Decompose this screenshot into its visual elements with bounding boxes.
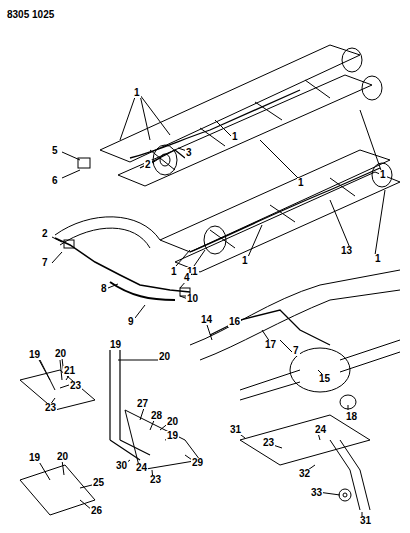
callout-number: 29 [191, 458, 204, 468]
callout-number: 21 [63, 366, 76, 376]
callout-number: 19 [166, 431, 179, 441]
callout-number: 15 [318, 374, 331, 384]
callout-number: 1 [170, 267, 178, 277]
callout-number: 1 [241, 256, 249, 266]
callout-number: 9 [127, 317, 135, 327]
callout-number: 27 [136, 399, 149, 409]
callout-number: 23 [262, 438, 275, 448]
callout-number: 3 [185, 148, 193, 158]
callout-number: 33 [310, 488, 323, 498]
figure-number: 8305 1025 [6, 10, 55, 20]
callout-number: 19 [109, 340, 122, 350]
callout-number: 18 [345, 412, 358, 422]
callout-number: 10 [186, 294, 199, 304]
callout-number: 23 [149, 475, 162, 485]
callout-number: 6 [51, 176, 59, 186]
callout-number: 20 [166, 417, 179, 427]
callout-number: 32 [298, 469, 311, 479]
lower-frame [160, 150, 400, 272]
callout-number: 31 [359, 516, 372, 526]
callout-number: 28 [150, 411, 163, 421]
callout-number: 24 [314, 425, 327, 435]
callout-number: 20 [158, 352, 171, 362]
callout-number: 1 [379, 170, 387, 180]
callout-number: 1 [374, 254, 382, 264]
callout-number: 14 [200, 315, 213, 325]
front-hose [52, 217, 190, 318]
callout-number: 1 [231, 132, 239, 142]
callout-number: 20 [56, 452, 69, 462]
callout-number: 1 [297, 178, 305, 188]
upper-frame [62, 45, 383, 186]
callout-number: 24 [135, 463, 148, 473]
callout-number: 16 [228, 317, 241, 327]
callout-number: 13 [340, 246, 353, 256]
callout-number: 31 [229, 425, 242, 435]
callout-number: 20 [54, 349, 67, 359]
bracket-details [20, 350, 200, 515]
callout-number: 2 [144, 160, 152, 170]
callout-number: 19 [28, 350, 41, 360]
rear-axle [190, 270, 400, 410]
callout-number: 23 [44, 403, 57, 413]
callout-number: 8 [100, 284, 108, 294]
callout-number: 30 [115, 461, 128, 471]
callout-number: 1 [133, 88, 141, 98]
callout-number: 23 [69, 381, 82, 391]
callout-number: 19 [28, 453, 41, 463]
callout-number: 7 [41, 258, 49, 268]
callout-number: 26 [90, 506, 103, 516]
callout-number: 25 [92, 478, 105, 488]
rear-bracket [237, 415, 370, 520]
callout-number: 2 [41, 229, 49, 239]
callout-number: 7 [292, 346, 300, 356]
callout-number: 5 [51, 146, 59, 156]
callout-number: 4 [183, 273, 191, 283]
callout-number: 17 [264, 340, 277, 350]
